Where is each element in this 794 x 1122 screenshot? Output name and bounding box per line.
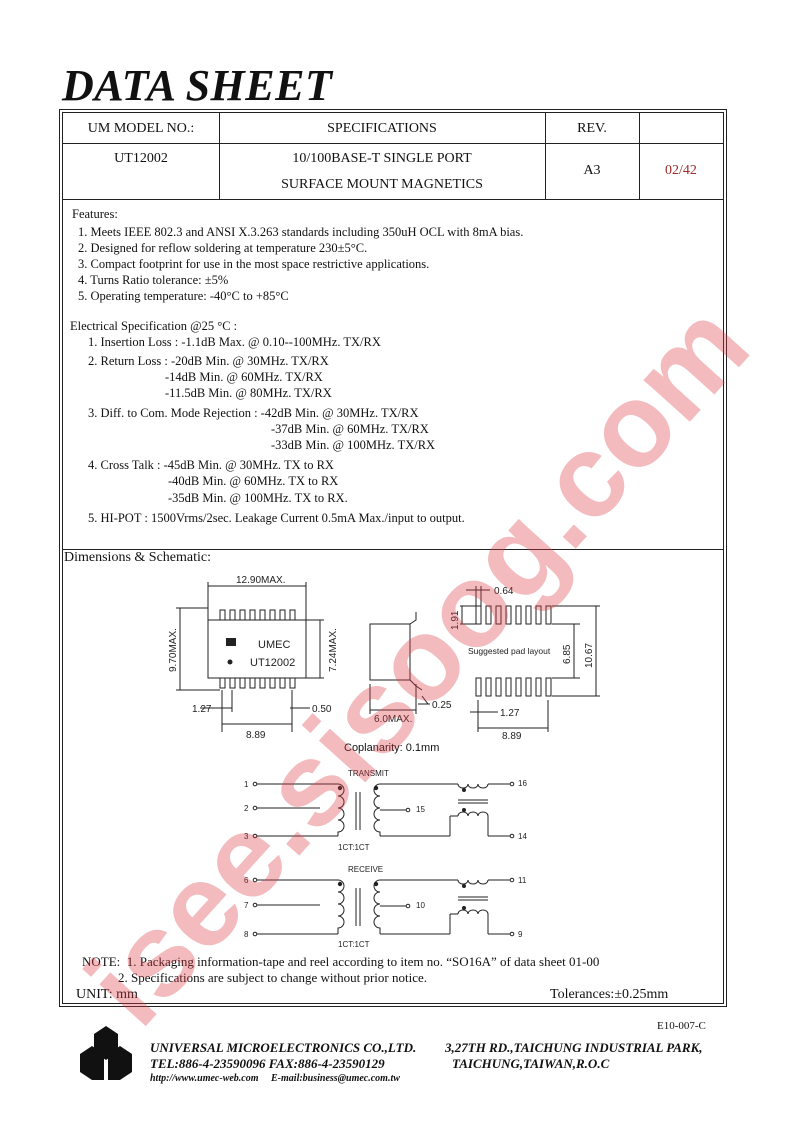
receive-label: RECEIVE [348,865,383,874]
doc-code: E10-007-C [657,1020,706,1032]
hipot: 5. HI-POT : 1500Vrms/2sec. Leakage Curre… [88,511,465,525]
company-name: UNIVERSAL MICROELECTRONICS CO.,LTD. [150,1040,417,1055]
chip-brand: UMEC [258,639,290,651]
dim-lead-width: 0.50 [312,704,332,715]
tx-pin-2: 2 [244,804,249,813]
dim-pad-pitch: 1.27 [500,708,520,719]
tolerance-label: Tolerances:±0.25mm [550,987,669,1002]
address-line-2: TAICHUNG,TAIWAN,R.O.C [452,1056,610,1071]
dim-pad-width: 0.64 [494,586,514,597]
dim-height-max: 9.70MAX. [168,628,179,672]
dim-pitch: 1.27 [192,704,212,715]
feature-item-2: 2. Designed for reflow soldering at temp… [78,241,368,255]
feature-item-3: 3. Compact footprint for use in the most… [78,257,430,271]
tx-pin-1: 1 [244,780,249,789]
dimensions-heading: Dimensions & Schematic: [64,550,211,565]
dim-pad-row-length: 8.89 [502,731,522,742]
pin1-marker [226,638,236,646]
note-line-1: NOTE: 1. Packaging information-tape and … [82,954,600,969]
return-loss-2: -14dB Min. @ 60MHz. TX/RX [165,370,323,384]
spec-line-2: SURFACE MOUNT MAGNETICS [281,177,483,192]
dim-pad-span-outer: 10.67 [584,643,595,668]
specs-label: SPECIFICATIONS [327,121,437,136]
dim-span: 8.89 [246,730,266,741]
crosstalk-1: 4. Cross Talk : -45dB Min. @ 30MHz. TX t… [88,458,334,472]
crosstalk-2: -40dB Min. @ 60MHz. TX to RX [168,474,339,488]
pad-row-bottom [475,677,552,697]
phone-fax: TEL:886-4-23590096 FAX:886-4-23590129 [150,1056,385,1071]
dim-width-max: 12.90MAX. [236,575,285,586]
transmit-label: TRANSMIT [348,769,389,778]
cmr-1: 3. Diff. to Com. Mode Rejection : -42dB … [88,406,419,420]
address-line-1: 3,27TH RD.,TAICHUNG INDUSTRIAL PARK, [445,1040,703,1055]
dim-side-max: 6.0MAX. [374,714,412,725]
note-line-2: 2. Specifications are subject to change … [118,970,428,985]
feature-item-1: 1. Meets IEEE 802.3 and ANSI X.3.263 sta… [78,225,524,239]
datasheet-frame: UM MODEL NO.: SPECIFICATIONS REV. UT1200… [59,109,727,1007]
features-heading: Features: [72,207,118,221]
dim-pad-length: 1.91 [450,610,461,630]
dim-pad-span-inner: 6.85 [562,644,573,664]
feature-item-5: 5. Operating temperature: -40°C to +85°C [78,289,289,303]
tx-pin-15: 15 [416,805,425,814]
chip-part: UT12002 [250,657,295,669]
web-email: http://www.umec-web.com E-mail:business@… [150,1073,400,1084]
coplanarity-note: Coplanarity: 0.1mm [344,742,440,754]
return-loss-3: -11.5dB Min. @ 80MHz. TX/RX [165,386,332,400]
cmr-3: -33dB Min. @ 100MHz. TX/RX [271,438,436,452]
cmr-2: -37dB Min. @ 60MHz. TX/RX [271,422,429,436]
umec-logo [80,1026,132,1080]
dim-body-height: 7.24MAX. [328,628,339,672]
rx-pin-6: 6 [244,876,249,885]
insertion-loss: 1. Insertion Loss : -1.1dB Max. @ 0.10--… [88,335,381,349]
pin1-dot [227,659,233,665]
pad-row-top [475,605,552,625]
spec-line-1: 10/100BASE-T SINGLE PORT [292,151,472,166]
model-value: UT12002 [114,151,168,166]
date-value: 02/42 [665,163,697,178]
rx-pin-7: 7 [244,901,249,910]
model-label: UM MODEL NO.: [87,121,195,136]
electrical-heading: Electrical Specification @25 °C : [70,319,238,333]
schematic-diagram: TRANSMIT 1CT:1CT 1 2 3 15 16 14 RECEIVE … [244,769,527,949]
rx-pin-8: 8 [244,930,249,939]
dim-lead-thickness: 0.25 [432,700,452,711]
top-leads [219,609,296,621]
tx-pin-3: 3 [244,832,249,841]
unit-label: UNIT: mm [76,987,138,1002]
rx-pin-11: 11 [518,876,527,885]
return-loss-1: 2. Return Loss : -20dB Min. @ 30MHz. TX/… [88,354,329,368]
dimension-drawing: UMEC UT12002 12.90MAX. 9.70MAX. 7.24MAX.… [168,575,600,742]
feature-item-4: 4. Turns Ratio tolerance: ±5% [78,273,229,287]
tx-pin-16: 16 [518,779,527,788]
tx-pin-14: 14 [518,832,527,841]
rev-value: A3 [583,163,601,178]
bottom-leads [219,677,296,689]
pad-layout-label: Suggested pad layout [468,646,551,656]
tx-ratio-label: 1CT:1CT [338,843,370,852]
rx-pin-9: 9 [518,930,523,939]
page-title: DATA SHEET [62,61,333,110]
rev-label: REV. [577,121,607,136]
rx-ratio-label: 1CT:1CT [338,940,370,949]
rx-pin-10: 10 [416,901,425,910]
side-view [369,623,411,681]
chip-body [207,619,307,679]
crosstalk-3: -35dB Min. @ 100MHz. TX to RX. [168,491,348,505]
